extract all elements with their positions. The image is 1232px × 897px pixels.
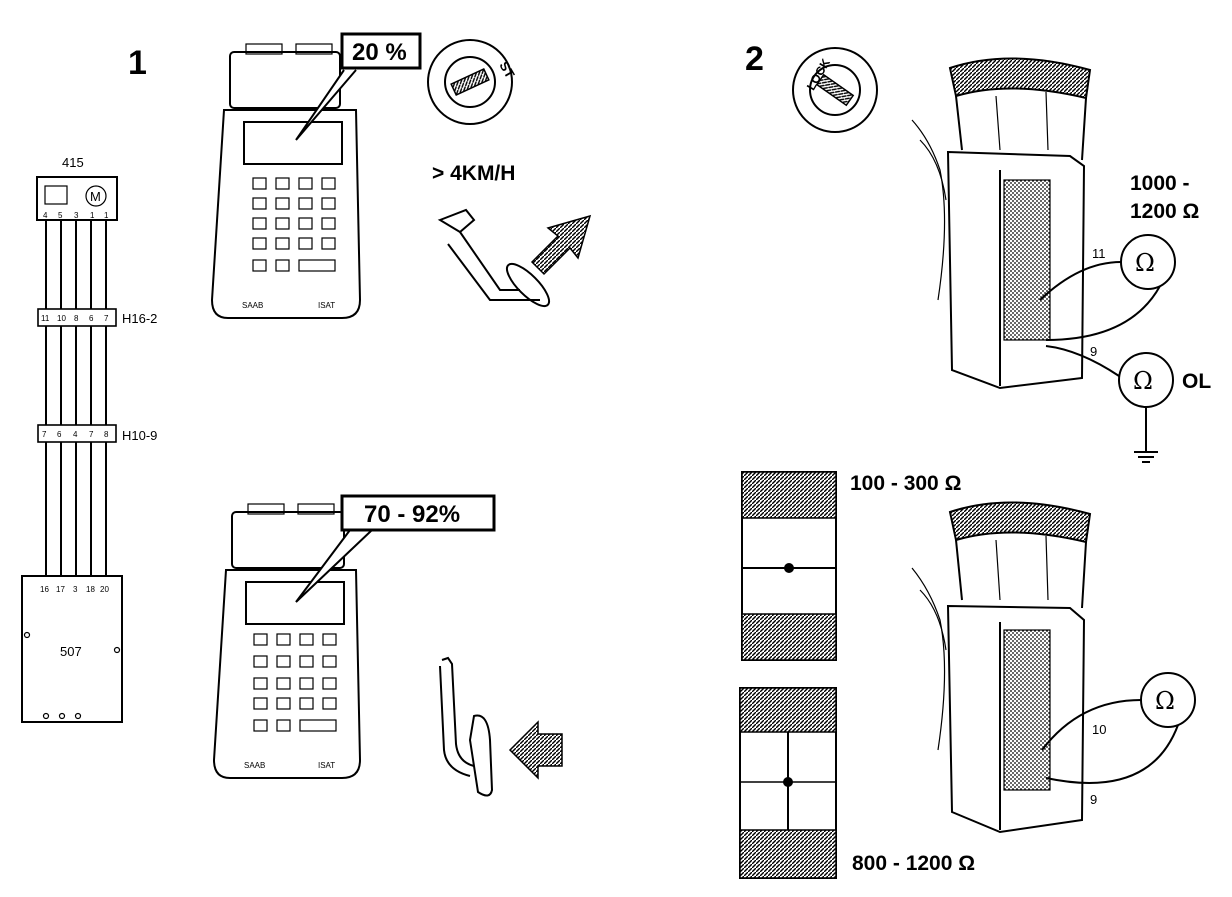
connector-h10-9 (37, 424, 117, 443)
connector-h16-2 (37, 308, 117, 327)
ohmmeter-upper: Ω (1039, 234, 1176, 341)
component-415-pins: 4 5 3 1 1 (43, 211, 109, 220)
pin-label: 10 (57, 314, 66, 323)
tester-model: ISAT (318, 301, 335, 310)
pin-label: 20 (100, 585, 109, 594)
pin-label: 7 (104, 314, 109, 323)
tester-brand: SAAB (242, 301, 263, 310)
ohm-symbol: Ω (1135, 249, 1155, 277)
component-507-label: 507 (60, 644, 82, 659)
pin-10-label: 10 (1092, 722, 1106, 737)
accelerator-pedal-pressed (439, 656, 494, 797)
connector-h16-2-label: H16-2 (122, 311, 157, 326)
sensor-strip-a (741, 471, 837, 661)
pin-label: 8 (104, 430, 109, 439)
callout-pointer (295, 529, 373, 603)
ohmmeter-lower: Ω (1041, 672, 1196, 784)
pin-label: 3 (73, 585, 78, 594)
connector-pin-field (1003, 179, 1051, 341)
pedal-pad (468, 714, 494, 797)
callout-pointer (295, 69, 357, 141)
connector-cover (948, 501, 1092, 544)
pin-9-label: 9 (1090, 344, 1097, 359)
pin-label: 6 (57, 430, 62, 439)
step-1-number: 1 (128, 44, 147, 82)
open-loop-label: OL (1182, 370, 1211, 393)
component-507-pins: 16 17 3 18 20 (40, 585, 109, 594)
ignition-switch-lock: LOCK (792, 47, 878, 133)
pin-label: 7 (89, 430, 94, 439)
ohm-symbol: Ω (1133, 367, 1153, 395)
pin-label: 7 (42, 430, 47, 439)
tester-screen (245, 581, 345, 625)
connector-h10-9-label: H10-9 (122, 428, 157, 443)
component-507-box (21, 575, 123, 723)
ignition-key-icon (815, 73, 855, 107)
tester-body (210, 109, 362, 319)
motor-symbol: M (90, 189, 101, 204)
pin-11-label: 11 (1092, 246, 1106, 261)
press-arrow-icon (530, 214, 592, 276)
connector-housing (946, 150, 1086, 390)
pin-label: 1 (104, 211, 109, 220)
component-507-terminals (23, 631, 121, 720)
pin-label: 4 (43, 211, 48, 220)
tester-screen (243, 121, 343, 165)
pin-label: 17 (56, 585, 65, 594)
ecu-connector-top: 11 9 (911, 57, 1106, 390)
tester-readout-callout (340, 32, 422, 70)
pin-label: 1 (90, 211, 95, 220)
tester-readout-value: 20 % (352, 39, 407, 66)
pin-label: 3 (74, 211, 79, 220)
sensor-range-b: 800 - 1200 Ω (852, 852, 975, 875)
tester-readout-value: 70 - 92% (364, 501, 460, 528)
pin-label: 11 (41, 314, 50, 323)
connector-h10-9-pins: 7 6 4 7 8 (42, 430, 109, 439)
speed-condition: > 4KM/H (432, 162, 515, 185)
tester-model: ISAT (318, 761, 335, 770)
ecu-connector-bottom: 10 9 (911, 501, 1106, 834)
sensor-range-a: 100 - 300 Ω (850, 472, 961, 495)
connector-cover (948, 57, 1092, 100)
sensor-strip-b (739, 687, 837, 879)
ignition-key-icon (450, 67, 490, 97)
connector-pin-field (1003, 629, 1051, 791)
diagnostic-tester-bottom: SAAB ISAT 70 - 92% (212, 494, 496, 779)
tester-keypad (253, 633, 337, 732)
tester-readout-callout (340, 494, 496, 532)
step-2-number: 2 (745, 40, 764, 78)
ignition-start-label: ST (496, 59, 517, 81)
pin-label: 6 (89, 314, 94, 323)
wiring-diagram: 415 M 4 5 3 1 1 11 10 8 6 7 H16-2 (21, 155, 157, 723)
ignition-switch-start: ST (427, 39, 518, 125)
ohm-symbol: Ω (1155, 687, 1175, 715)
pin-label: 8 (74, 314, 79, 323)
pin-label: 5 (58, 211, 63, 220)
sensor-wiper-icon (784, 563, 794, 573)
motor-icon (85, 185, 107, 207)
press-arrow-icon (508, 720, 563, 780)
diagnostic-tester-top: SAAB ISAT 20 % (210, 32, 422, 319)
tester-brand: SAAB (244, 761, 265, 770)
wiring-lines (45, 220, 107, 576)
component-415-label: 415 (62, 155, 84, 170)
resistance-spec-line2: 1200 Ω (1130, 200, 1199, 223)
pedal-pad (505, 262, 551, 308)
component-415-window (44, 185, 68, 205)
tester-body (212, 569, 362, 779)
pin-9-label: 9 (1090, 792, 1097, 807)
pin-label: 16 (40, 585, 49, 594)
connector-h16-2-pins: 11 10 8 6 7 (41, 314, 109, 323)
accelerator-pedal-released (437, 208, 551, 308)
ohmmeter-ground: Ω (1045, 345, 1174, 463)
resistance-spec-line1: 1000 - (1130, 172, 1190, 195)
connector-housing (946, 604, 1086, 834)
pin-label: 18 (86, 585, 95, 594)
sensor-wiper-icon (783, 777, 793, 787)
tester-keypad (252, 177, 336, 272)
pin-label: 4 (73, 430, 78, 439)
